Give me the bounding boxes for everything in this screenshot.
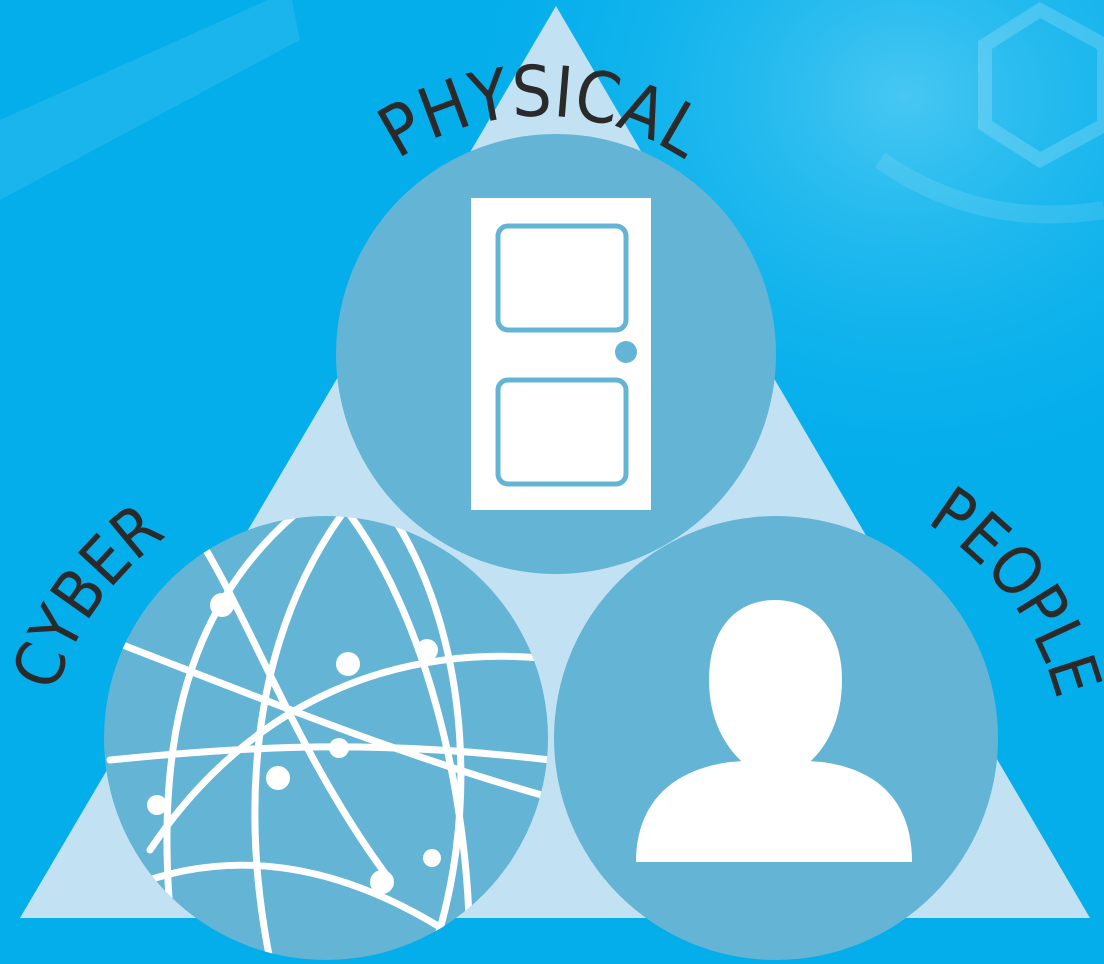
network-node: [329, 738, 349, 758]
door-icon: [471, 198, 651, 510]
background-shapes: [0, 0, 1104, 224]
people-node: [554, 516, 998, 960]
network-node: [210, 593, 234, 617]
door-upper-panel: [495, 223, 629, 333]
network-node: [370, 870, 394, 894]
network-node: [423, 849, 441, 867]
physical-node: [336, 134, 776, 574]
globe-line: [163, 516, 304, 960]
globe-line: [251, 516, 349, 960]
person-icon: [636, 600, 912, 862]
hexagon-decoration: [978, 1, 1104, 169]
globe-line: [106, 743, 548, 764]
door-lower-panel: [495, 377, 629, 487]
globe-line: [106, 636, 548, 804]
network-node: [266, 766, 290, 790]
cyber-node: [104, 516, 548, 960]
globe-line: [346, 516, 474, 960]
network-node: [416, 639, 438, 661]
globe-line: [391, 516, 465, 960]
cyber-circle: [104, 516, 548, 960]
network-node: [147, 795, 167, 815]
door-knob: [615, 341, 637, 363]
swoosh-decoration: [874, 152, 1104, 224]
network-node: [336, 652, 360, 676]
globe-line: [196, 536, 394, 884]
person-shoulders: [636, 760, 912, 862]
decorative-band: [0, 0, 300, 200]
globe-network-icon: [104, 516, 548, 960]
globe-line: [146, 652, 548, 854]
globe-nodes: [147, 593, 441, 894]
person-head: [709, 600, 842, 770]
